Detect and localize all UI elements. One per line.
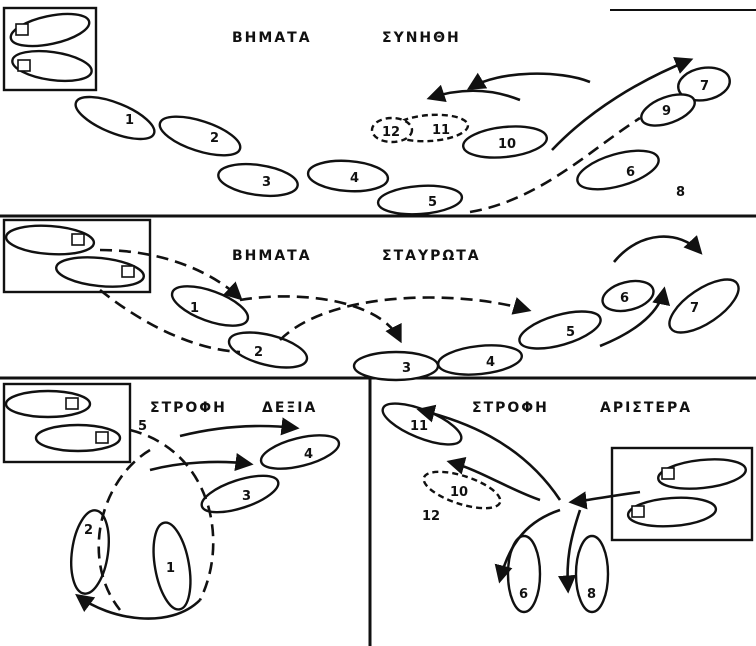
arrow — [416, 404, 562, 501]
start-shoe-left — [657, 458, 747, 490]
step-shoe: 1 — [74, 95, 156, 141]
step-number: 1 — [190, 301, 199, 316]
step-shoe: 2 — [70, 509, 110, 595]
start-shoe-right — [34, 423, 122, 453]
arrow — [599, 286, 671, 348]
step-number: 2 — [210, 131, 219, 146]
start-position-box — [2, 382, 132, 464]
arrow — [612, 235, 703, 263]
dashed-path — [469, 116, 641, 214]
arrow — [75, 593, 201, 620]
step-shoe: 12 — [370, 116, 414, 144]
arrow — [551, 56, 694, 151]
start-shoe-left — [4, 389, 92, 419]
section-turn-right: ΣΤΡΟΦΗ ΔΕΞΙΑ 1 2 3 4 5 — [2, 382, 341, 620]
dashed-path — [97, 448, 151, 611]
section-title-word2: ΣΤΑΥΡΩΤΑ — [382, 248, 481, 264]
step-number: 11 — [410, 419, 428, 434]
step-shoe: 3 — [200, 474, 280, 514]
step-shoe: 9 — [640, 93, 696, 127]
step-shoe: 10 — [462, 125, 548, 159]
step-number: 4 — [350, 171, 359, 186]
step-shoe: 4 — [437, 344, 523, 376]
step-shoe: 5 — [518, 310, 602, 350]
section-title-word1: ΣΤΡΟΦΗ — [472, 400, 549, 416]
dashed-arrow — [99, 248, 243, 301]
step-shoe: 6 — [576, 149, 660, 191]
arrow — [494, 508, 561, 584]
step-number: 6 — [620, 291, 629, 306]
step-number: 5 — [566, 325, 575, 340]
step-number: 2 — [84, 523, 93, 538]
step-number: 9 — [662, 104, 671, 119]
section-steps-regular: ΒΗΜΑΤΑ ΣΥΝΗΘΗ 1 2 3 4 5 6 7 8 9 10 11 12 — [2, 6, 731, 216]
step-number: 1 — [125, 113, 134, 128]
step-number: 3 — [242, 489, 251, 504]
step-number: 8 — [676, 185, 685, 200]
section-title-word2: ΑΡΙΣΤΕΡΑ — [600, 400, 692, 416]
step-number: 3 — [402, 361, 411, 376]
start-shoe-left — [4, 224, 96, 256]
step-shoe: 3 — [217, 162, 299, 198]
step-shoe: 2 — [227, 331, 309, 369]
step-number: 5 — [428, 195, 437, 210]
step-number: 7 — [690, 301, 699, 316]
step-number: 12 — [382, 125, 400, 140]
step-shoe: 1 — [152, 521, 192, 611]
step-shoe: 3 — [352, 350, 440, 382]
arrow — [179, 417, 300, 438]
dashed-arrow — [239, 295, 402, 344]
step-number: 11 — [432, 123, 450, 138]
step-shoe: 8 — [574, 534, 610, 614]
arrow — [568, 490, 641, 510]
step-number: 4 — [486, 355, 495, 370]
step-shoe: 4 — [306, 159, 390, 193]
section-steps-crossed: ΒΗΜΑΤΑ ΣΤΑΥΡΩΤΑ 1 2 3 4 5 6 7 — [2, 218, 740, 382]
arrow — [446, 456, 541, 502]
step-shoe: 1 — [170, 285, 250, 327]
arrow — [149, 453, 254, 472]
dashed-path — [99, 288, 241, 354]
step-shoe: 6 — [601, 279, 655, 313]
dashed-arrow — [279, 296, 532, 341]
step-number: 12 — [422, 509, 440, 524]
start-position-box — [610, 446, 754, 542]
step-number: 4 — [304, 447, 313, 462]
step-number: 8 — [587, 587, 596, 602]
step-number: 6 — [519, 587, 528, 602]
step-number: 7 — [700, 79, 709, 94]
step-number: 6 — [626, 165, 635, 180]
start-position-box — [2, 218, 152, 294]
step-shoe: 4 — [259, 434, 341, 470]
section-title-word2: ΣΥΝΗΘΗ — [382, 30, 461, 46]
step-number: 3 — [262, 175, 271, 190]
start-shoe-left — [9, 12, 91, 48]
step-shoe: 10 — [422, 470, 502, 510]
step-shoe: 7 — [677, 66, 731, 102]
step-shoe: 5 — [376, 184, 464, 216]
step-shoe: 2 — [158, 115, 242, 157]
step-number: 1 — [166, 561, 175, 576]
arrow — [466, 72, 591, 90]
start-shoe-right — [11, 49, 93, 83]
start-position-box — [2, 6, 98, 92]
start-shoe-right — [55, 256, 145, 288]
step-shoe: 7 — [668, 278, 740, 334]
section-turn-left: ΣΤΡΟΦΗ ΑΡΙΣΤΕΡΑ 6 8 10 11 12 — [381, 400, 754, 614]
step-shoe: 11 — [381, 402, 463, 446]
section-title-word1: ΒΗΜΑΤΑ — [232, 248, 312, 264]
step-number: 2 — [254, 345, 263, 360]
arrow — [426, 84, 521, 103]
section-title-word2: ΔΕΞΙΑ — [262, 400, 317, 416]
dashed-path — [129, 428, 215, 601]
arrow — [557, 509, 582, 594]
step-number: 10 — [450, 485, 468, 500]
start-shoe-right — [626, 496, 718, 528]
section-title-word1: ΣΤΡΟΦΗ — [150, 400, 227, 416]
step-number: 10 — [498, 137, 516, 152]
section-title-word1: ΒΗΜΑΤΑ — [232, 30, 312, 46]
step-number: 5 — [138, 419, 147, 434]
